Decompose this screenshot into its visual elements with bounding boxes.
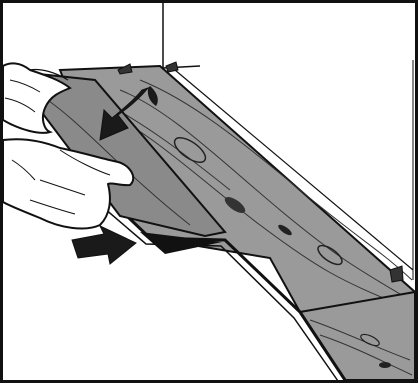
push-arrow-icon: [72, 226, 136, 264]
